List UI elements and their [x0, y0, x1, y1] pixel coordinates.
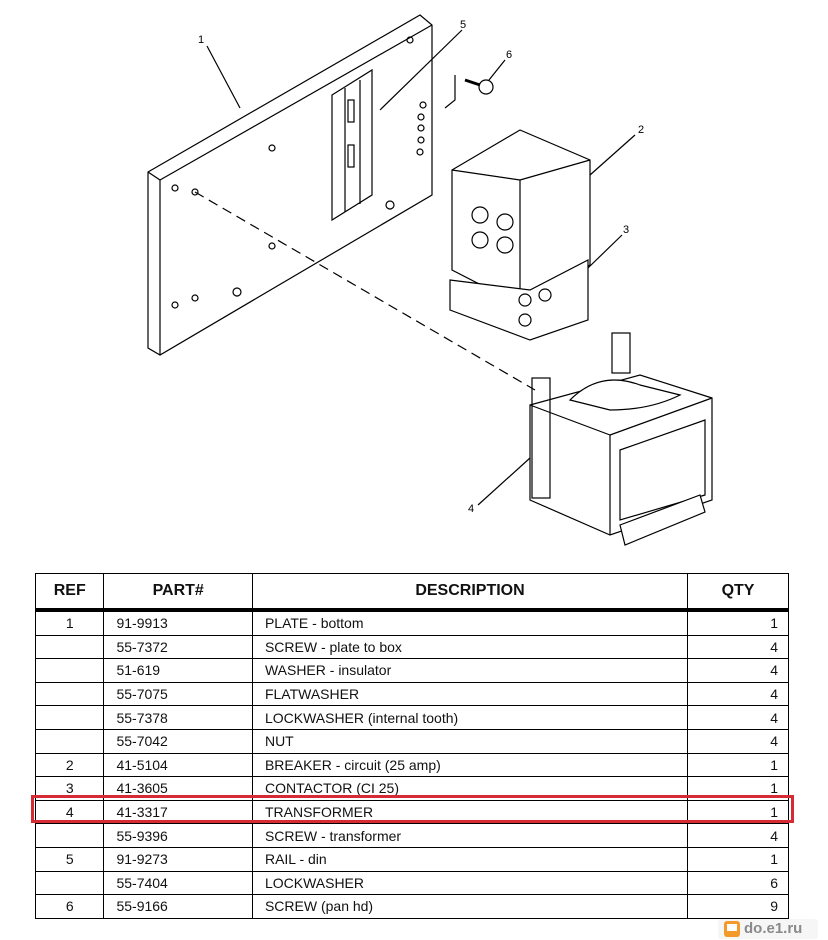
- cell-ref: [34, 823, 105, 848]
- cell-part: 91-9273: [103, 846, 253, 872]
- cell-part: 91-9913: [103, 609, 253, 636]
- cell-part: 55-9166: [103, 894, 253, 919]
- cell-description: PLATE - bottom: [251, 609, 689, 636]
- cell-description: BREAKER - circuit (25 amp): [251, 752, 689, 778]
- cell-ref: 3: [34, 776, 105, 801]
- callout-3: 3: [623, 224, 629, 236]
- callout-6: 6: [506, 49, 512, 61]
- cell-description: WASHER - insulator: [251, 658, 689, 683]
- cell-description: FLATWASHER: [251, 681, 689, 707]
- cell-description: NUT: [251, 728, 689, 754]
- cell-qty: 4: [687, 705, 789, 730]
- cell-ref: [34, 870, 105, 896]
- cell-part: 55-7404: [103, 870, 253, 896]
- cell-qty: 1: [687, 846, 789, 872]
- cell-description: CONTACTOR (CI 25): [251, 776, 689, 801]
- callout-4: 4: [468, 503, 474, 515]
- cell-qty: 4: [687, 658, 789, 683]
- breaker-contactor: [449, 129, 591, 341]
- cell-part: 41-5104: [103, 752, 253, 778]
- cell-part: 55-7042: [103, 728, 253, 754]
- watermark: do.e1.ru: [718, 919, 818, 939]
- site-logo-icon: [724, 921, 740, 937]
- header-ref: REF: [34, 573, 105, 612]
- transformer: [529, 332, 713, 546]
- cell-part: 41-3605: [103, 776, 253, 801]
- cell-ref: [34, 728, 105, 754]
- callout-1: 1: [198, 34, 204, 46]
- cell-ref: 6: [34, 894, 105, 919]
- callout-5: 5: [460, 19, 466, 31]
- cell-ref: [34, 705, 105, 730]
- cell-description: RAIL - din: [251, 846, 689, 872]
- cell-qty: 1: [687, 752, 789, 778]
- cell-ref: [34, 681, 105, 707]
- din-rail: [331, 68, 373, 222]
- screw-6: [444, 75, 494, 109]
- cell-part: 55-9396: [103, 823, 253, 848]
- cell-qty: 9: [687, 894, 789, 919]
- cell-ref: 4: [34, 799, 105, 825]
- cell-qty: 4: [687, 823, 789, 848]
- callout-2: 2: [638, 124, 644, 136]
- cell-description: LOCKWASHER: [251, 870, 689, 896]
- callout-leaders: [206, 29, 636, 506]
- cell-qty: 4: [687, 634, 789, 660]
- cell-qty: 4: [687, 728, 789, 754]
- header-part: PART#: [103, 573, 253, 612]
- cell-qty: 4: [687, 681, 789, 707]
- header-qty: QTY: [687, 573, 789, 612]
- cell-part: 55-7075: [103, 681, 253, 707]
- cell-ref: 1: [34, 609, 105, 636]
- header-description: DESCRIPTION: [251, 573, 689, 612]
- cell-ref: [34, 634, 105, 660]
- cell-qty: 6: [687, 870, 789, 896]
- cell-ref: [34, 658, 105, 683]
- cell-description: LOCKWASHER (internal tooth): [251, 705, 689, 730]
- plate-bottom: [147, 14, 433, 356]
- cell-qty: 1: [687, 776, 789, 801]
- cell-part: 51-619: [103, 658, 253, 683]
- cell-description: SCREW - transformer: [251, 823, 689, 848]
- cell-part: 41-3317: [103, 799, 253, 825]
- cell-ref: 5: [34, 846, 105, 872]
- cell-qty: 1: [687, 609, 789, 636]
- cell-part: 55-7372: [103, 634, 253, 660]
- cell-part: 55-7378: [103, 705, 253, 730]
- cell-description: SCREW - plate to box: [251, 634, 689, 660]
- cell-description: SCREW (pan hd): [251, 894, 689, 919]
- cell-description: TRANSFORMER: [251, 799, 689, 825]
- cell-qty: 1: [687, 799, 789, 825]
- table-header-row: REF PART# DESCRIPTION QTY: [34, 573, 789, 612]
- cell-ref: 2: [34, 752, 105, 778]
- watermark-text: do.e1.ru: [744, 920, 803, 937]
- exploded-parts-diagram: 1 2 3 4 5 6: [147, 14, 713, 546]
